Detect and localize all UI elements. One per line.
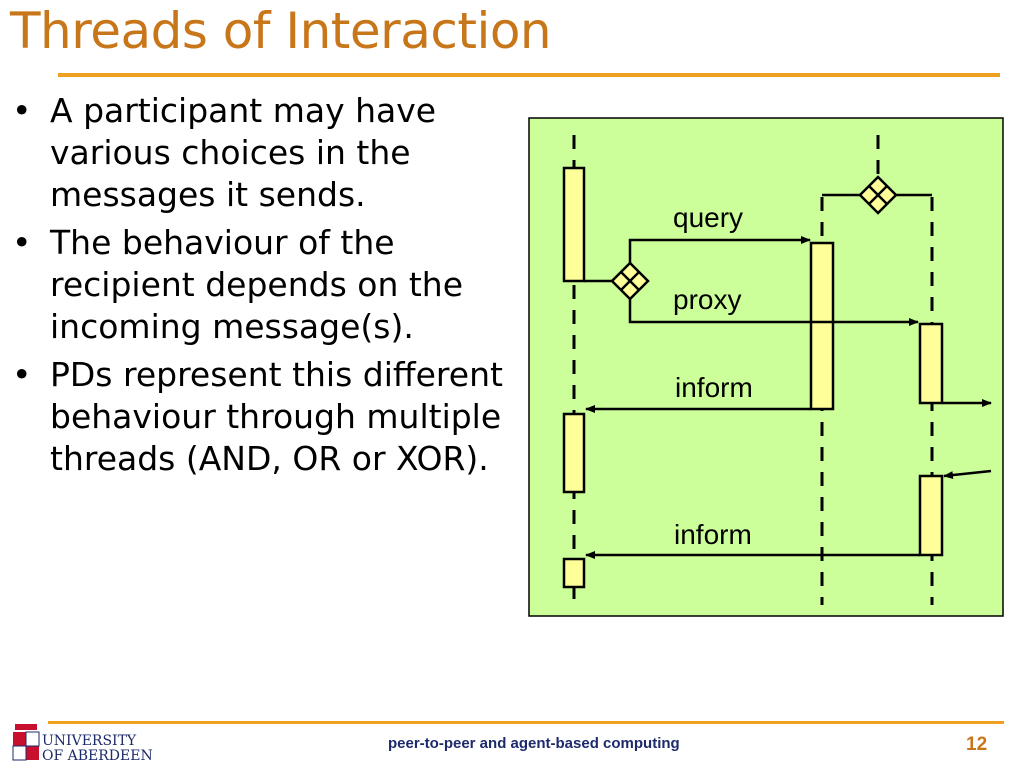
bullet-dot-icon: • [12,223,32,262]
university-crest-icon [12,724,40,761]
activation-bar [562,166,586,283]
slide-title: Threads of Interaction [10,2,552,60]
message-arrow-incoming [943,469,992,480]
university-name: UNIVERSITY OF ABERDEEN [42,733,153,764]
bullet-text: The behaviour of the recipient depends o… [50,223,464,346]
bullet-dot-icon: • [12,355,32,394]
bullet-text: PDs represent this different behaviour t… [50,355,503,478]
activation-bar [562,412,586,494]
activation-bar [562,557,586,589]
bullet-dot-icon: • [12,91,32,130]
activation-bar [918,474,944,557]
bullet-item: • A participant may have various choices … [12,90,512,216]
footer-rule [48,721,1004,724]
message-label-proxy: proxy [673,284,741,315]
message-arrow-proxy [628,299,919,326]
activation-bar [918,322,944,405]
message-label-inform: inform [674,519,752,550]
message-label-inform: inform [675,372,753,403]
course-name: peer-to-peer and agent-based computing [388,735,680,752]
message-label-query: query [673,202,743,233]
activation-bar [809,241,835,411]
page-number: 12 [966,734,988,755]
message-arrow-query [628,236,811,263]
bullet-list: • A participant may have various choices … [12,90,512,486]
bullet-item: • The behaviour of the recipient depends … [12,222,512,348]
protocol-diagram: query proxy inform inform [528,117,1004,617]
bullet-text: A participant may have various choices i… [50,91,437,214]
xor-diamond-icon [858,175,898,215]
bullet-item: • PDs represent this different behaviour … [12,354,512,480]
title-underline [58,73,1000,77]
